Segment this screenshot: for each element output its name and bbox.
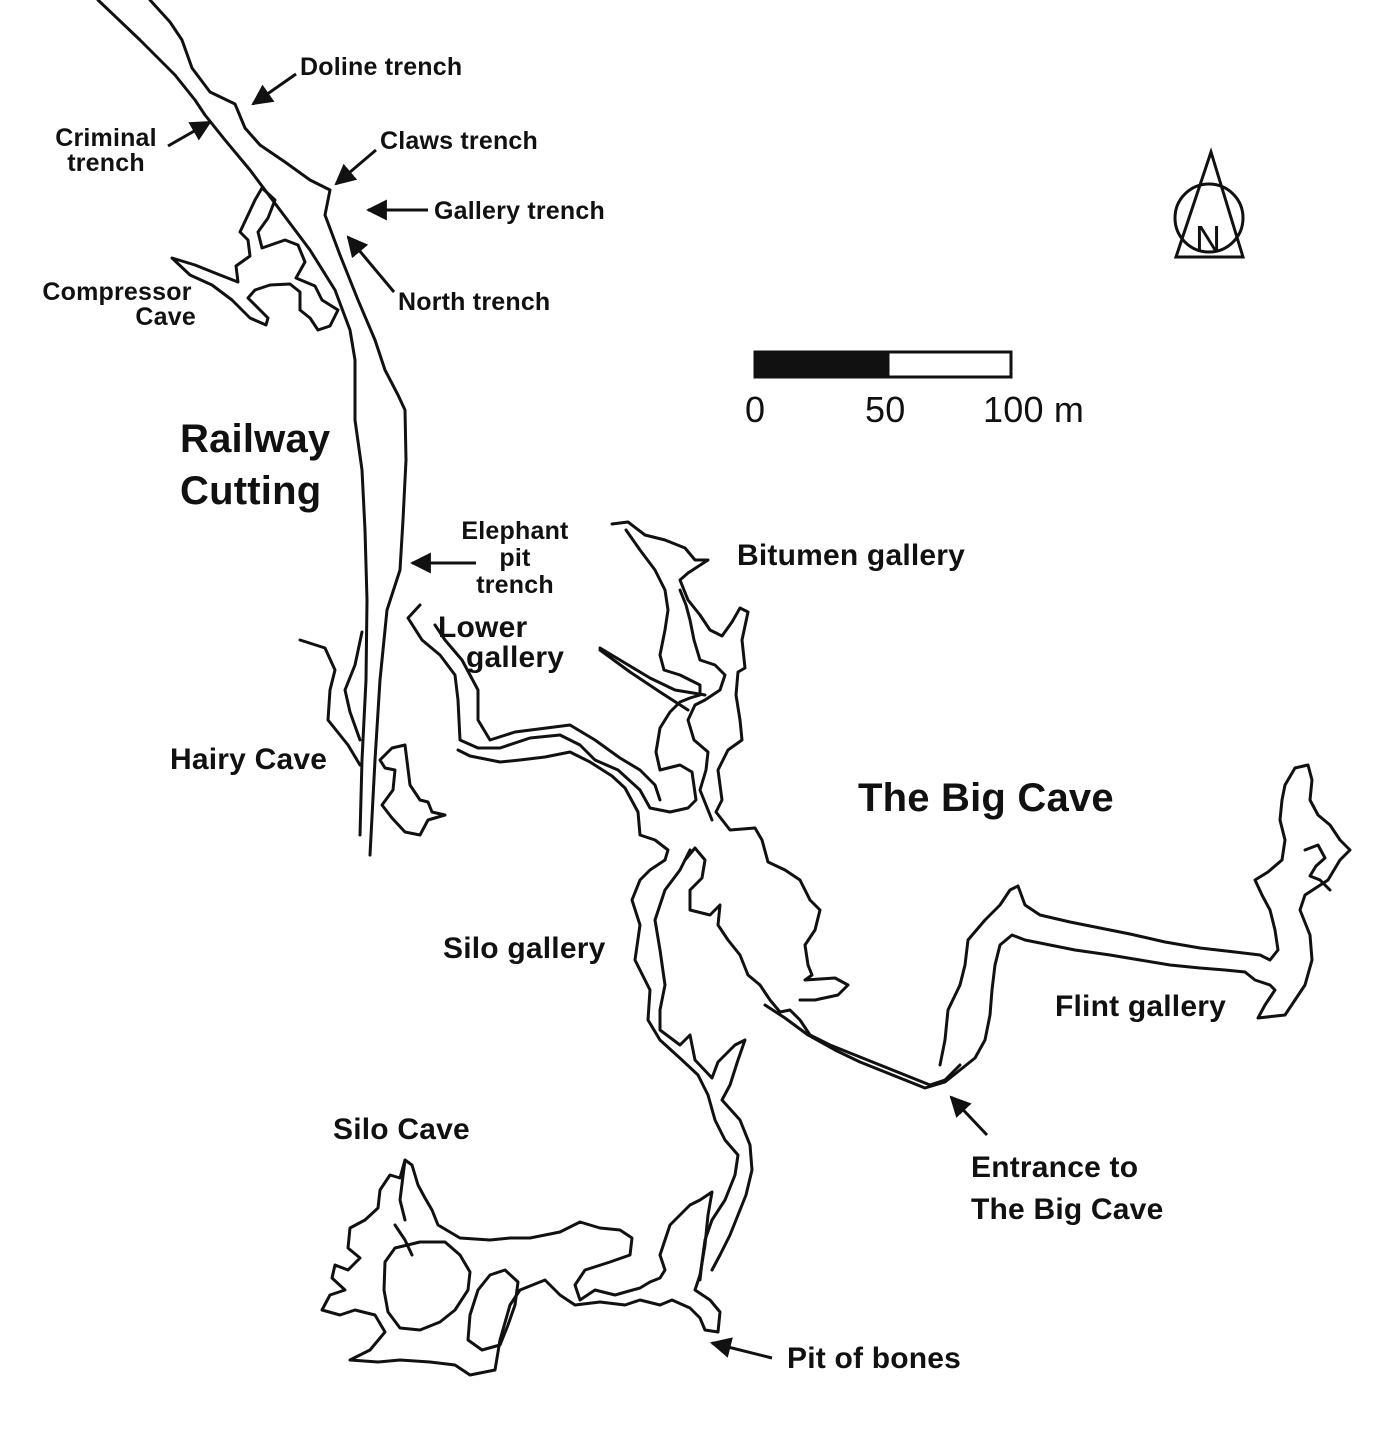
label-flint-gallery: Flint gallery (1055, 990, 1226, 1023)
big-cave-south-edge (763, 763, 1352, 1090)
label-lower-gallery-line2: gallery (466, 641, 565, 674)
label-criminal-trench-line2: trench (67, 149, 145, 177)
doline-trench-arrow (251, 72, 297, 106)
label-claws-trench: Claws trench (380, 127, 539, 155)
scale-bar-white-segment (886, 350, 1013, 379)
label-railway-cutting: Railway Cutting (180, 413, 330, 517)
label-compressor-cave: Compressor Cave (38, 280, 196, 330)
north-trench-arrow (346, 235, 396, 293)
label-railway-cutting-line1: Railway (180, 417, 331, 461)
label-compressor-cave-line2: Cave (135, 303, 196, 331)
north-arrow-icon (1173, 147, 1246, 259)
scale-tick-100m: 100 m (983, 389, 1085, 430)
label-entrance-big-cave-line2: The Big Cave (971, 1193, 1164, 1226)
hairy-cave-east (378, 743, 447, 837)
label-railway-cutting-line2: Cutting (180, 469, 322, 513)
label-north-trench: North trench (398, 288, 551, 316)
lower-gallery-inner (456, 748, 670, 862)
big-cave-north-edge (938, 766, 1297, 1067)
pit-of-bones-arrow (709, 1337, 773, 1360)
bitumen-side-passage (598, 646, 707, 712)
label-elephant-pit-trench-line1: Elephant (461, 517, 569, 545)
scale-tick-0: 0 (745, 389, 766, 430)
silo-gallery-east-edge (653, 848, 754, 1272)
label-doline-trench: Doline trench (300, 53, 463, 81)
label-elephant-pit-trench: Elephant pit trench (456, 519, 574, 598)
hairy-cave-west (298, 630, 364, 767)
label-elephant-pit-trench-line3: trench (476, 571, 554, 599)
silo-cave-island-west (382, 1240, 472, 1332)
scale-bar-black-segment (753, 350, 890, 379)
label-hairy-cave: Hairy Cave (170, 743, 328, 776)
entrance-big-cave-arrow (949, 1095, 989, 1137)
silo-gallery-inner (683, 846, 962, 1087)
label-entrance-big-cave: Entrance to The Big Cave (971, 1153, 1163, 1225)
label-gallery-trench: Gallery trench (434, 197, 605, 225)
bitumen-gallery-inner (678, 588, 727, 822)
label-the-big-cave: The Big Cave (858, 776, 1114, 820)
bitumen-gallery-west (624, 528, 702, 814)
label-criminal-trench: Criminal trench (50, 126, 162, 176)
criminal-trench-arrow (167, 120, 212, 148)
north-arrow-letter: N (1195, 218, 1221, 259)
label-silo-cave: Silo Cave (333, 1113, 470, 1146)
label-compressor-cave-line1: Compressor (42, 278, 192, 306)
lower-gallery-south-edge (433, 623, 662, 802)
label-silo-gallery: Silo gallery (443, 932, 606, 965)
flint-gallery-inner (1303, 843, 1332, 892)
railway-cutting-east-edge (148, 0, 408, 857)
scale-tick-50: 50 (865, 389, 906, 430)
label-lower-gallery: Lower gallery (438, 613, 564, 673)
silo-cave-outer (320, 1158, 722, 1377)
label-pit-of-bones: Pit of bones (787, 1342, 962, 1375)
scale-bar (753, 350, 1013, 379)
silo-cave-island-east (466, 1268, 520, 1352)
label-elephant-pit-trench-line2: pit (499, 544, 531, 572)
label-bitumen-gallery: Bitumen gallery (737, 539, 966, 572)
label-lower-gallery-line1: Lower (438, 611, 528, 644)
lower-gallery-north-edge (406, 603, 662, 812)
label-criminal-trench-line1: Criminal (55, 124, 157, 152)
silo-cave-north-passage (393, 1158, 414, 1257)
railway-cutting-west-edge (96, 0, 369, 837)
compressor-cave-outline (170, 186, 340, 332)
label-entrance-big-cave-line1: Entrance to (971, 1151, 1139, 1184)
bitumen-gallery-outline (610, 520, 850, 1002)
claws-trench-arrow (334, 148, 377, 186)
silo-gallery-west-edge (630, 858, 740, 1282)
